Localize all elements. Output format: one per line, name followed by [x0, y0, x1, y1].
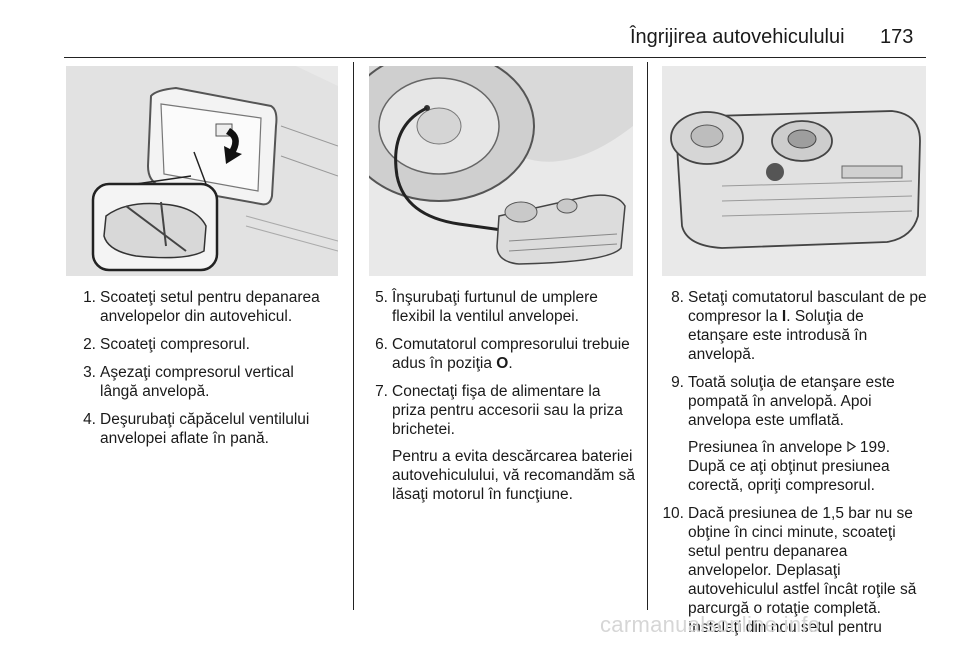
step-number: 1. [83, 289, 96, 306]
step-4: 4.Deşurubaţi căpăcelul ventilului anvelo… [83, 410, 336, 448]
pressure-note-end: . După ce aţi obţinut presiunea corectă,… [688, 439, 891, 494]
step-6: 6.Comutatorul compresorului trebuie adus… [375, 335, 635, 373]
step-2: 2.Scoateţi compresorul. [83, 335, 336, 354]
text-column-2: 5.Înşurubaţi furtunul de umplere flexibi… [375, 288, 635, 513]
watermark: carmanualsonline.info [600, 612, 821, 637]
step-number: 5. [375, 289, 388, 306]
step-text: Dacă presiunea de 1,5 bar nu se obţine î… [688, 505, 917, 636]
step-text: Comutatorul compresorului trebuie adus î… [392, 336, 630, 372]
step-number: 6. [375, 336, 388, 353]
figure-compressor-closeup [662, 66, 926, 276]
text-column-1: 1.Scoateţi setul pentru depanarea anvelo… [83, 288, 336, 457]
step-text: Toată soluţia de etanşare este pompată î… [688, 374, 895, 429]
triangle-reference-icon [846, 438, 856, 457]
pressure-note: Presiunea în anvelope 199. După ce aţi o… [688, 438, 928, 495]
step-list-3: 8.Setaţi comutatorul basculant de pe com… [662, 288, 928, 637]
figure-tyre-kit-storage [66, 66, 338, 276]
switch-on-symbol: I [781, 308, 787, 325]
page-title: Îngrijirea autovehiculului [630, 26, 845, 48]
step-text: Înşurubaţi furtunul de umplere flexibil … [392, 289, 598, 325]
compressor-closeup-illustration [662, 66, 926, 276]
figure-compressor-hose [369, 66, 633, 276]
step-9: 9.Toată soluţia de etanşare este pompată… [671, 373, 928, 495]
step-text-end: . [508, 355, 513, 372]
step-text: Deşurubaţi căpăcelul ventilului anvelope… [100, 411, 310, 447]
step-number: 3. [83, 364, 96, 381]
tyre-kit-storage-illustration [66, 66, 338, 276]
step-3: 3.Aşezaţi compresorul vertical lângă anv… [83, 363, 336, 401]
step-list-2: 5.Înşurubaţi furtunul de umplere flexibi… [375, 288, 635, 504]
step-number: 10. [662, 505, 684, 522]
step-text: Conectaţi fişa de alimentare la priza pe… [392, 383, 623, 438]
text-column-3: 8.Setaţi comutatorul basculant de pe com… [662, 288, 928, 646]
step-5: 5.Înşurubaţi furtunul de umplere flexibi… [375, 288, 635, 326]
page-header: Îngrijirea autovehiculului 173 [0, 0, 960, 58]
step-number: 4. [83, 411, 96, 428]
battery-note: Pentru a evita descărcarea bateriei auto… [392, 448, 635, 503]
step-10: 10.Dacă presiunea de 1,5 bar nu se obţin… [662, 504, 928, 637]
step-text: Aşezaţi compresorul vertical lângă anvel… [100, 364, 294, 400]
switch-position-symbol: O [496, 355, 509, 372]
step-number: 2. [83, 336, 96, 353]
step-text: Setaţi comutatorul basculant de pe compr… [688, 289, 927, 325]
step-8: 8.Setaţi comutatorul basculant de pe com… [671, 288, 928, 364]
column-divider-1 [353, 62, 354, 610]
step-number: 8. [671, 289, 684, 306]
step-1: 1.Scoateţi setul pentru depanarea anvelo… [83, 288, 336, 326]
step-number: 7. [375, 383, 388, 400]
step-list-1: 1.Scoateţi setul pentru depanarea anvelo… [83, 288, 336, 448]
step-text-end: . Soluţia de etanşare este introdusă în … [688, 308, 868, 363]
step-7: 7.Conectaţi fişa de alimentare la priza … [375, 382, 635, 504]
pressure-note-text: Presiunea în anvelope [688, 439, 843, 456]
step-text: Scoateţi compresorul. [100, 336, 250, 353]
header-rule [64, 57, 926, 58]
step-text: Scoateţi setul pentru depanarea anvelope… [100, 289, 320, 325]
compressor-hose-illustration [369, 66, 633, 276]
reference-page-link[interactable]: 199 [859, 439, 886, 456]
page-number: 173 [880, 26, 914, 48]
step-number: 9. [671, 374, 684, 391]
column-divider-2 [647, 62, 648, 610]
